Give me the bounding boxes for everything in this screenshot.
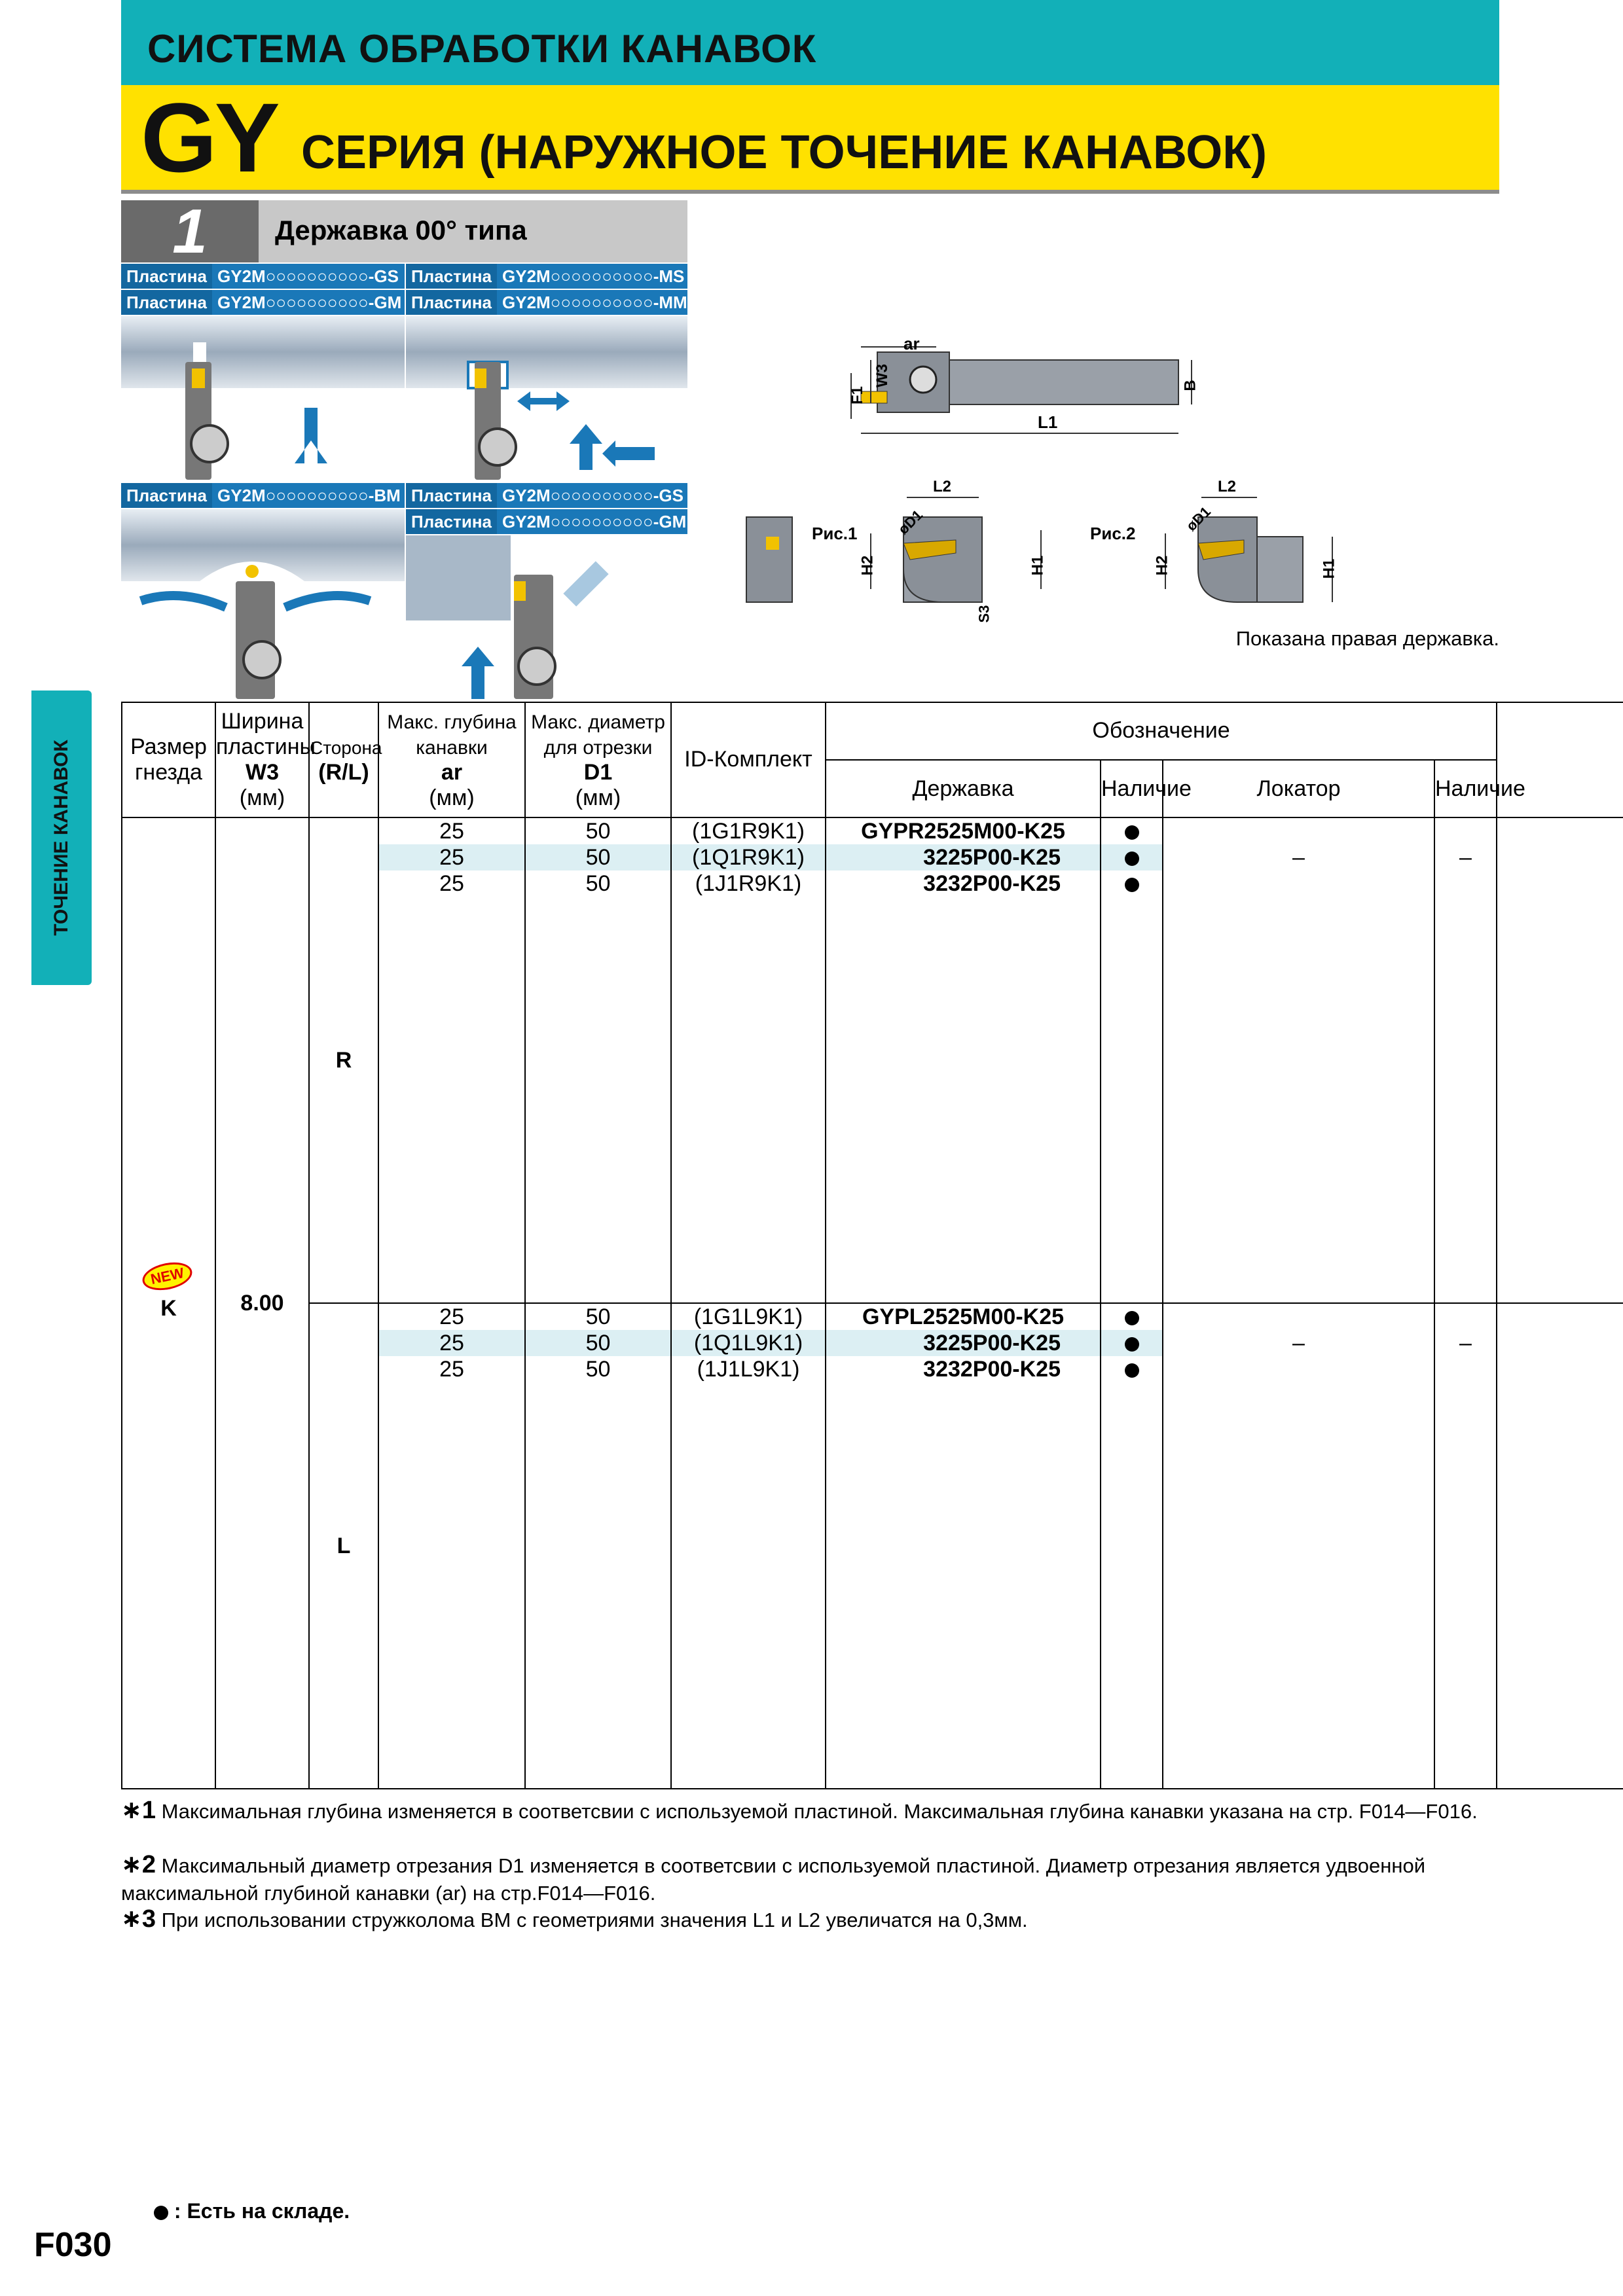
cell-stock2-l: – <box>1433 1302 1498 1789</box>
fig2-caption: Рис.2 <box>1090 524 1136 543</box>
stock-dot <box>1124 878 1139 893</box>
cell-extra-r <box>1496 817 1623 1304</box>
dim-w3: W3 <box>873 364 891 387</box>
dim-b: B <box>1181 380 1199 391</box>
th-size: Размер гнезда <box>121 702 216 818</box>
page-number: F030 <box>34 2226 112 2264</box>
size-value: K <box>160 1296 177 1321</box>
header-series-band: GY СЕРИЯ (НАРУЖНОЕ ТОЧЕНИЕ КАНАВОК) <box>121 85 1499 190</box>
cell-diam-l: 50 50 50 <box>524 1302 672 1789</box>
section-title: Державка 00° типа <box>275 215 527 245</box>
illustration-multi-direction <box>406 316 687 482</box>
th-stock: Наличие <box>1100 759 1192 818</box>
cell-stock2-r: – <box>1433 817 1498 1304</box>
cell-side-r: R <box>308 817 379 1304</box>
section-title-box: Державка 00° типа <box>259 200 687 262</box>
cell-depth-r: 25 25 25 <box>378 817 526 1304</box>
cell-stock-l <box>1100 1302 1163 1789</box>
cell-size: NEW K <box>121 817 216 1789</box>
cell-side-l: L <box>308 1302 379 1789</box>
note-3: ∗3 При использовании стружколома BM с ге… <box>121 1905 1028 1933</box>
stock-dot <box>1124 1337 1139 1352</box>
stock-dot <box>1124 825 1139 840</box>
illustration-parting <box>406 535 687 699</box>
top-title: СИСТЕМА ОБРАБОТКИ КАНАВОК <box>147 27 817 71</box>
fig2-h2: H2 <box>1153 555 1171 576</box>
cell-holder-l: GYPL2525M00-K25 3225P00-K25 3232P00-K25 <box>825 1302 1101 1789</box>
illustration-bm-chipbreaker <box>121 509 405 699</box>
dim-ar: ar <box>903 334 920 353</box>
th-locator: Локатор <box>1162 759 1435 818</box>
cell-diam-r: 50 50 50 <box>524 817 672 1304</box>
series-title: СЕРИЯ (НАРУЖНОЕ ТОЧЕНИЕ КАНАВОК) <box>301 126 1267 179</box>
fig1-h1: H1 <box>1029 555 1047 576</box>
fig1-h2: H2 <box>858 555 877 576</box>
dim-f1: F1 <box>848 386 867 405</box>
note-1: ∗1 Максимальная глубина изменяется в соо… <box>121 1797 1478 1824</box>
dim-l1: L1 <box>1038 412 1058 432</box>
cell-locator-l: – <box>1162 1302 1435 1789</box>
header-top-band: СИСТЕМА ОБРАБОТКИ КАНАВОК <box>121 0 1499 85</box>
cell-depth-l: 25 25 25 <box>378 1302 526 1789</box>
side-tab-label: ТОЧЕНИЕ КАНАВОК <box>50 740 72 936</box>
note-2: ∗2 Максимальный диаметр отрезания D1 изм… <box>121 1851 1426 1905</box>
cell-stock-r <box>1100 817 1163 1304</box>
stock-dot <box>1124 1363 1139 1378</box>
stock-dot <box>1124 852 1139 867</box>
fig2-h1: H1 <box>1320 558 1338 579</box>
stock-legend: : Есть на складе. <box>154 2199 350 2223</box>
stock-dot <box>1124 1311 1139 1326</box>
drawing-top-view: ar W3 F1 L1 B <box>845 314 1211 445</box>
drawing-fig1: Рис.1 L2 øD1 H2 H1 S3 <box>740 478 1061 628</box>
th-holder: Державка <box>825 759 1101 818</box>
th-designation: Обозначение <box>824 702 1498 761</box>
th-stock2: Наличие <box>1433 759 1525 818</box>
fig2-l2: L2 <box>1218 478 1237 495</box>
cell-id-r: (1G1R9K1) (1Q1R9K1) (1J1R9K1) <box>670 817 826 1304</box>
right-holder-note: Показана правая державка. <box>1235 627 1499 650</box>
th-extra <box>1496 702 1623 818</box>
fig1-s3: S3 <box>976 605 993 623</box>
new-badge: NEW <box>139 1258 195 1295</box>
cell-id-l: (1G1L9K1) (1Q1L9K1) (1J1L9K1) <box>670 1302 826 1789</box>
series-code: GY <box>141 82 280 192</box>
th-side: Сторона(R/L) <box>308 702 382 818</box>
illustration-external-grooving <box>121 316 405 482</box>
fig1-l2: L2 <box>933 478 952 495</box>
side-tab: ТОЧЕНИЕ КАНАВОК <box>31 691 92 985</box>
cell-width: 8.00 <box>215 817 310 1789</box>
th-id: ID-Комплект <box>670 702 826 818</box>
header-divider <box>121 190 1499 194</box>
drawing-fig2: Рис.2 L2 øD1 H2 H1 <box>1087 478 1349 609</box>
fig1-caption: Рис.1 <box>812 524 858 543</box>
cell-extra-l <box>1496 1302 1623 1789</box>
cell-locator-r: – <box>1162 817 1435 1304</box>
section-number: 1 <box>121 200 259 263</box>
cell-holder-r: GYPR2525M00-K25 3225P00-K25 3232P00-K25 <box>825 817 1101 1304</box>
legend-dot <box>154 2205 168 2220</box>
